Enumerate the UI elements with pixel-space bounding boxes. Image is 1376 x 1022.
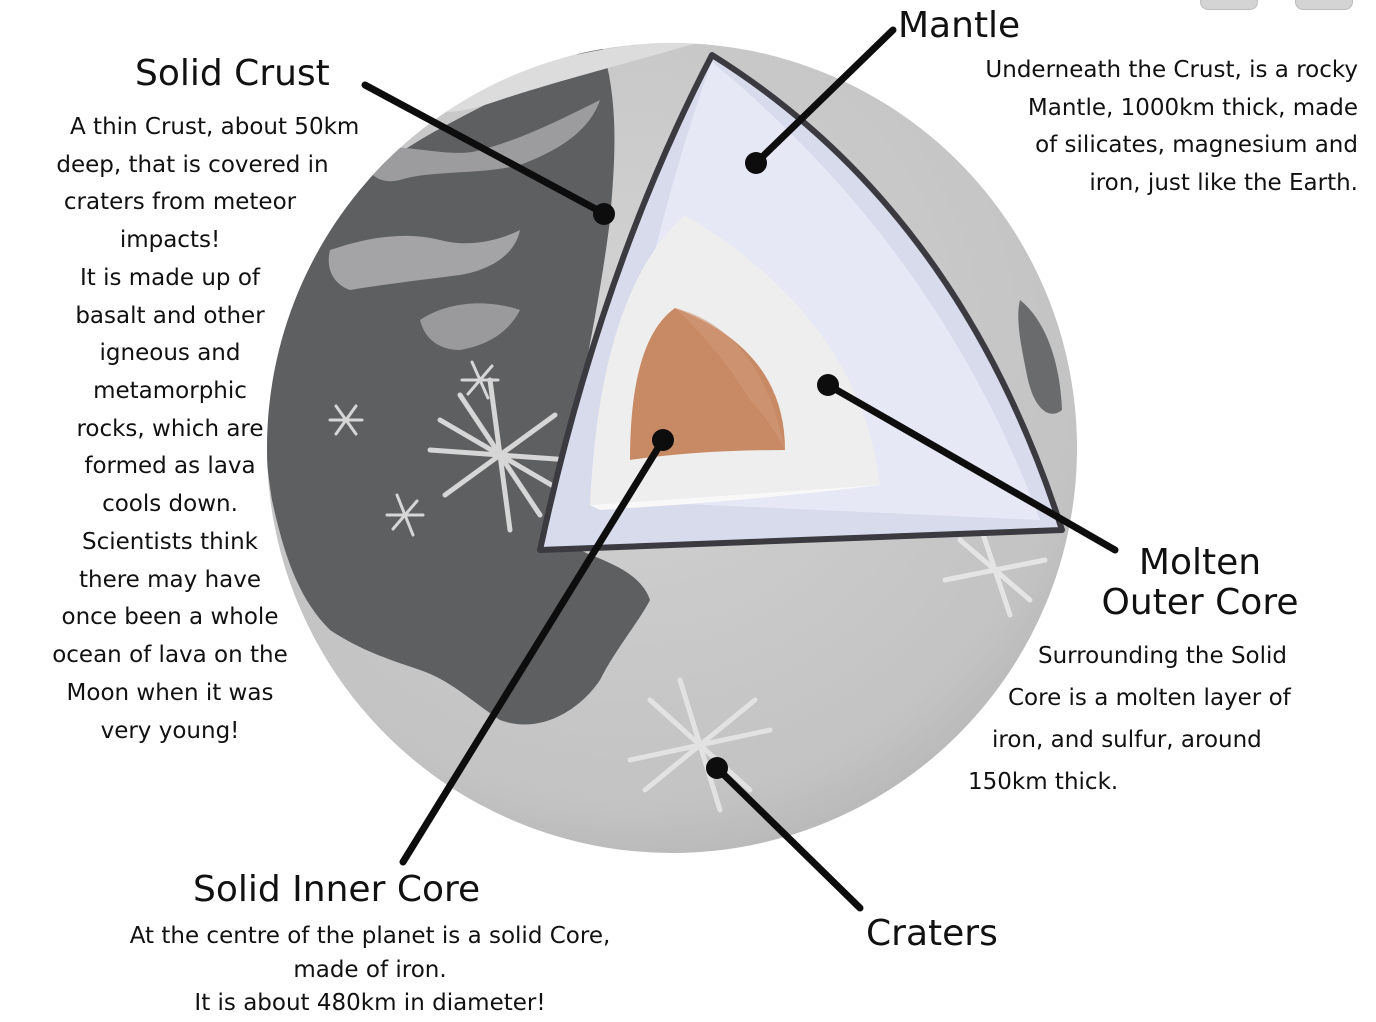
solid-crust-line: deep, that is covered in [10,147,330,185]
solid-crust-title: Solid Crust [135,54,330,94]
solid-crust-line: there may have [10,562,330,600]
solid-crust-line: very young! [10,713,330,751]
inner-core-line: It is about 480km in diameter! [40,987,700,1021]
solid-crust-line: basalt and other [10,298,330,336]
corner-button-1 [1200,0,1258,10]
solid-crust-line: It is made up of [10,260,330,298]
solid-crust-line: A thin Crust, about 50km [10,109,330,147]
mantle-line: iron, just like the Earth. [985,165,1358,203]
outer-core-title-line2: Outer Core [1085,583,1315,623]
solid-crust-line: ocean of lava on the [10,637,330,675]
solid-crust-line: formed as lava [10,448,330,486]
outer-core-line: 150km thick. [968,762,1368,804]
inner-core-title: Solid Inner Core [193,870,480,910]
outer-core-title-line1: Molten [1085,543,1315,583]
solid-crust-line: Moon when it was [10,675,330,713]
solid-crust-line: craters from meteor [10,184,330,222]
outer-core-description: Surrounding the Solid Core is a molten l… [968,636,1368,803]
outer-core-line: Core is a molten layer of [968,678,1368,720]
solid-crust-line: metamorphic [10,373,330,411]
solid-crust-line: once been a whole [10,599,330,637]
inner-core-line: made of iron. [40,954,700,988]
dot-outer-core [817,374,839,396]
mantle-line: of silicates, magnesium and [985,127,1358,165]
outer-core-line: Surrounding the Solid [968,636,1368,678]
solid-crust-line: Scientists think [10,524,330,562]
solid-crust-line: impacts! [10,222,330,260]
craters-title: Craters [866,914,998,954]
dot-solid-crust [593,203,615,225]
mantle-line: Underneath the Crust, is a rocky [985,52,1358,90]
dot-craters [706,757,728,779]
inner-core-line: At the centre of the planet is a solid C… [40,920,700,954]
solid-crust-line: cools down. [10,486,330,524]
outer-core-title: Molten Outer Core [1085,543,1315,622]
mantle-line: Mantle, 1000km thick, made [985,90,1358,128]
mantle-description: Underneath the Crust, is a rocky Mantle,… [985,52,1358,203]
inner-core-description: At the centre of the planet is a solid C… [40,920,700,1021]
dot-mantle [745,152,767,174]
corner-button-2 [1295,0,1353,10]
dot-inner-core [652,429,674,451]
solid-crust-line: igneous and [10,335,330,373]
solid-crust-description: A thin Crust, about 50km deep, that is c… [10,109,330,750]
mantle-title: Mantle [898,6,1020,46]
outer-core-line: iron, and sulfur, around [968,720,1368,762]
solid-crust-line: rocks, which are [10,411,330,449]
